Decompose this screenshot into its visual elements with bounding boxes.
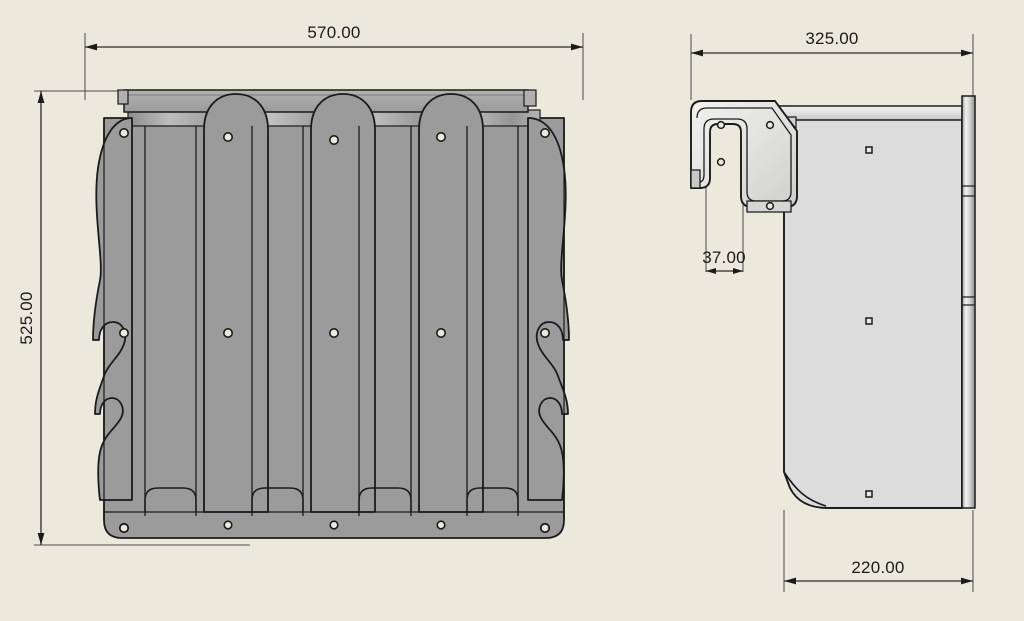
dimension-width-overall: 570.00 <box>85 23 583 51</box>
arrowhead-bottom <box>37 533 45 545</box>
arrowhead-right <box>733 268 743 274</box>
side-panel-chamfer <box>783 471 827 507</box>
side-bracket-gusset <box>774 100 798 132</box>
dimension-bracket-width: 37.00 <box>702 248 746 274</box>
front-view <box>34 33 584 546</box>
side-bracket-inner <box>691 107 792 202</box>
arrowhead-right <box>961 49 973 57</box>
dimension-base-depth: 220.00 <box>784 558 973 585</box>
front-rail-cap-right <box>523 89 537 107</box>
side-bracket-foot <box>690 169 701 189</box>
front-dimension-extension-lines <box>84 33 584 100</box>
dimension-value-525: 525.00 <box>17 291 36 344</box>
dimension-value-325: 325.00 <box>805 29 858 48</box>
arrowhead-right <box>571 43 583 51</box>
side-view <box>690 34 976 592</box>
side-base-extension-lines <box>783 510 974 592</box>
side-panel-holes <box>865 146 873 498</box>
front-fold-lines <box>144 126 519 516</box>
dimension-value-37: 37.00 <box>702 248 746 267</box>
front-flange-lines <box>103 130 565 520</box>
front-rail-cap-left <box>117 89 129 105</box>
front-comb-tab-outer-left <box>92 117 133 501</box>
dimension-depth-overall: 325.00 <box>691 29 973 57</box>
side-rail-segment-lines <box>962 185 975 306</box>
arrowhead-left <box>85 43 97 51</box>
front-hole-row-bottom <box>118 520 551 534</box>
arrowhead-left <box>706 268 716 274</box>
arrowhead-left <box>784 577 796 585</box>
front-comb-tab-4 <box>418 93 484 513</box>
side-top-bar <box>777 105 963 121</box>
front-slot-ends <box>144 487 519 512</box>
side-vertical-rail <box>961 95 976 509</box>
dimension-height-overall: 525.00 <box>17 91 45 545</box>
arrowhead-left <box>691 49 703 57</box>
front-comb-tab-2 <box>203 93 269 513</box>
arrowhead-top <box>37 91 45 103</box>
arrowhead-right <box>961 577 973 585</box>
side-bracket-holes <box>716 120 775 211</box>
side-panel <box>783 116 963 509</box>
front-hole-row-top <box>119 128 550 146</box>
dimension-value-220: 220.00 <box>851 558 904 577</box>
front-comb-tab-3 <box>310 93 376 513</box>
front-hole-row-middle <box>119 327 550 338</box>
side-depth-extension-lines <box>690 34 974 100</box>
front-comb-tab-outer-right <box>527 117 570 501</box>
dimension-value-570: 570.00 <box>307 23 360 42</box>
